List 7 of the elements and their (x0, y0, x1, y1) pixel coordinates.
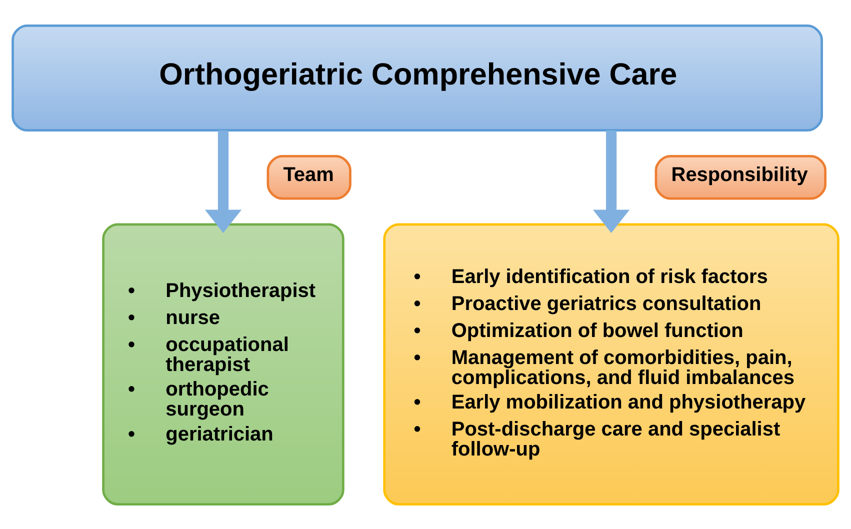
arrow (592, 130, 630, 232)
node-box: Responsibility (654, 154, 826, 200)
arrow (204, 130, 242, 232)
node-box: • Physiotherapist • nurse • occupational therapist • orthopedic surgeon • geriatrician (102, 222, 344, 505)
node-box: • Early identification of risk factors • Proactive geriatrics consultation • Optimization of bowel function • Management of comorbidities, pain, complications, and fluid imbalances • Early mobilization and physiotherapy • Post-discharge care and specialist follow-up (383, 222, 840, 505)
node-box: Orthogeriatric Comprehensive Care (12, 24, 823, 132)
node-box: Team (266, 154, 352, 200)
